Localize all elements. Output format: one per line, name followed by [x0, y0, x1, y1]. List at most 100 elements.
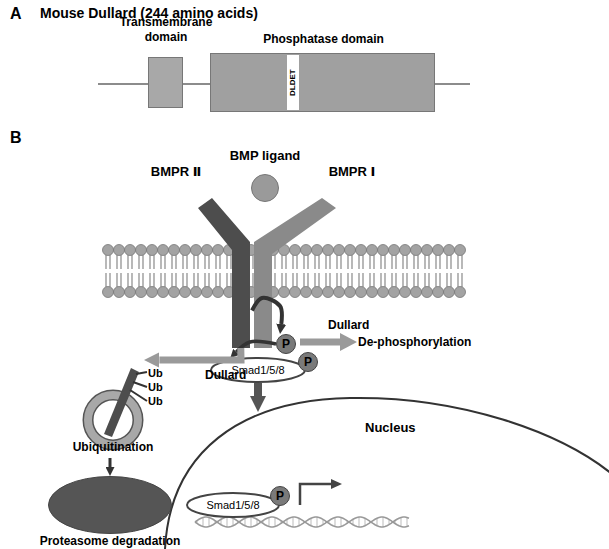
- smad-label: Smad1/5/8: [186, 492, 280, 518]
- lipid-head: [301, 287, 312, 298]
- dna-rung: [251, 517, 252, 527]
- lipid-tail: [348, 255, 352, 287]
- receptor-label: BMPR Ⅱ: [138, 164, 214, 180]
- lipid-tail: [425, 255, 429, 287]
- lipid-tail: [293, 255, 297, 287]
- phosphate-circle: P: [298, 352, 318, 372]
- lipid-head: [345, 245, 356, 256]
- lipid-head: [389, 245, 400, 256]
- dna-rung: [317, 517, 318, 527]
- lipid-head: [279, 287, 290, 298]
- lipid-tail: [315, 255, 319, 287]
- lipid-head: [422, 287, 433, 298]
- arrow-connector: [159, 348, 241, 360]
- lipid-tail: [381, 255, 385, 287]
- lipid-tail: [304, 255, 308, 287]
- lipid-head: [400, 245, 411, 256]
- ligand-circle: BMP ligand: [251, 174, 279, 202]
- enzyme-label: Dullard: [328, 318, 398, 333]
- phosphate-circle: [299, 353, 318, 372]
- transcription-arrow: [300, 484, 332, 505]
- lipid-head: [411, 245, 422, 256]
- lipid-head: [334, 245, 345, 256]
- lipid-tail: [227, 255, 231, 287]
- lipid-tail: [117, 255, 121, 287]
- lipid-tail: [337, 255, 341, 287]
- lipid-head: [136, 287, 147, 298]
- lipid-head: [323, 287, 334, 298]
- dna-rung: [365, 518, 366, 525]
- lipid-head: [345, 287, 356, 298]
- lipid-head: [180, 245, 191, 256]
- lipid-head: [367, 245, 378, 256]
- smad-ellipse: Smad1/5/8: [186, 492, 280, 518]
- dna-rung: [359, 517, 360, 527]
- panel-letter: B: [10, 128, 34, 147]
- arrow-connector: [254, 383, 262, 396]
- dna-rung: [245, 518, 246, 526]
- ubiquitin-link: [130, 372, 147, 401]
- lipid-tail: [282, 255, 286, 287]
- lipid-tail: [436, 255, 440, 287]
- lipid-tail: [370, 255, 374, 287]
- lipid-head: [191, 287, 202, 298]
- dna-rung: [275, 517, 276, 526]
- arrow-connector: [252, 298, 282, 324]
- proteasome-ellipse: [49, 477, 172, 534]
- panel-letter: A: [10, 4, 34, 23]
- lipid-head: [169, 245, 180, 256]
- endocytic-vesicle: UbUbUbUbiquitination: [84, 350, 144, 458]
- lipid-head: [367, 287, 378, 298]
- lipid-head: [213, 287, 224, 298]
- dna-rung: [311, 518, 312, 526]
- lipid-tail: [403, 255, 407, 287]
- nucleus-outline: [165, 398, 609, 549]
- lipid-tail: [216, 255, 220, 287]
- dna-strand: [195, 517, 409, 527]
- phosphate-circle: P: [270, 486, 290, 506]
- motif-label: DLDET: [287, 55, 299, 110]
- lipid-head: [202, 245, 213, 256]
- receptor-type-1-shape: [252, 198, 336, 348]
- dna-rung: [407, 517, 408, 526]
- lipid-head: [444, 245, 455, 256]
- ligand-label: BMP ligand: [215, 148, 315, 164]
- lipid-head: [400, 287, 411, 298]
- proteasome-ellipse: Proteasome degradation: [48, 476, 172, 534]
- lipid-head: [103, 245, 114, 256]
- smad-label: Smad1/5/8: [210, 357, 306, 383]
- lipid-head: [378, 287, 389, 298]
- lipid-head: [334, 287, 345, 298]
- nucleus-label: Nucleus: [365, 420, 445, 436]
- lipid-head: [323, 245, 334, 256]
- dna-rung: [209, 517, 210, 526]
- lipid-tail: [150, 255, 154, 287]
- receptor-fragment: [104, 368, 139, 437]
- process-label: Ubiquitination: [58, 440, 168, 455]
- ubiquitin-tag: Ub: [148, 366, 174, 380]
- phosphatase-domain: Phosphatase domainDLDET: [210, 53, 435, 112]
- lipid-tail: [414, 255, 418, 287]
- dna-rung: [233, 518, 234, 526]
- lipid-head: [114, 245, 125, 256]
- lipid-head: [125, 287, 136, 298]
- lipid-head: [136, 245, 147, 256]
- phosphate-label: P: [276, 334, 296, 354]
- lipid-head: [312, 287, 323, 298]
- lipid-tail: [106, 255, 110, 287]
- lipid-head: [169, 287, 180, 298]
- lipid-tail: [205, 255, 209, 287]
- receptor-type-1: BMPR Ⅰ: [252, 198, 336, 348]
- lipid-tail: [139, 255, 143, 287]
- lipid-bilayer: [103, 245, 466, 298]
- proteasome-ellipse-shape: [48, 476, 172, 534]
- lipid-head: [213, 245, 224, 256]
- ubiquitin-tag: Ub: [148, 394, 174, 408]
- lipid-head: [356, 245, 367, 256]
- smad-ellipse: Smad1/5/8: [210, 357, 306, 383]
- edge-label: Dullard: [205, 368, 265, 383]
